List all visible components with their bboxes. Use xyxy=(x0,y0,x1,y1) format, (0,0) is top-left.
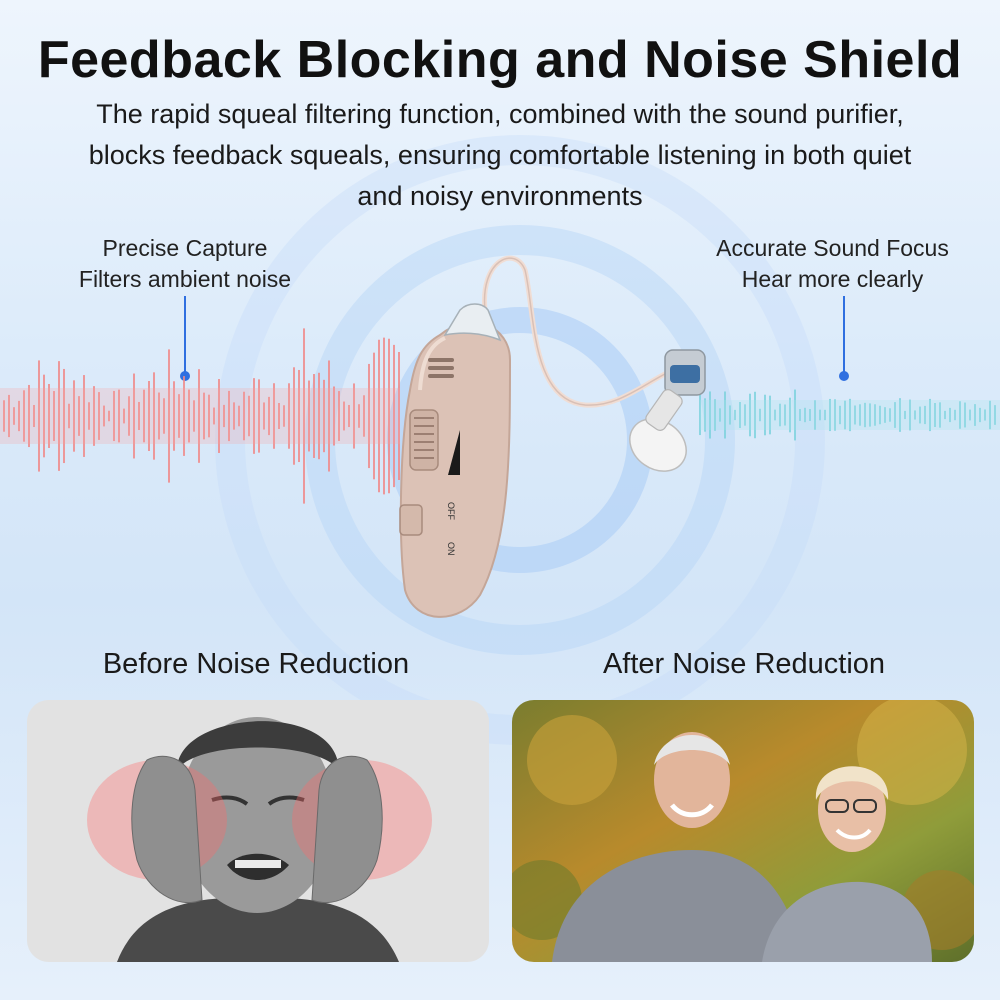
callout-pointer-dot xyxy=(180,371,190,381)
clean-waveform xyxy=(699,389,996,441)
page-subtitle: The rapid squeal filtering function, com… xyxy=(20,94,980,217)
hearing-aid-device: OFF ON xyxy=(399,255,706,618)
clean-glow xyxy=(700,400,1000,430)
after-label: After Noise Reduction xyxy=(602,648,886,680)
callout-pointer-line xyxy=(843,296,845,374)
noise-glow xyxy=(0,388,400,444)
callout-detail: Hear more clearly xyxy=(741,266,924,292)
sound-tube xyxy=(482,255,696,408)
volume-indicator-icon xyxy=(448,430,460,475)
device-top-cap xyxy=(443,303,502,342)
callout-pointer-dot xyxy=(839,371,849,381)
earpiece xyxy=(629,349,706,472)
before-photo xyxy=(27,700,489,962)
callout-heading: Accurate Sound Focus xyxy=(716,235,949,261)
switch-on-label: ON xyxy=(446,542,456,556)
microphone-grill xyxy=(428,358,454,378)
callout-pointer-line xyxy=(184,296,186,374)
page-title: Feedback Blocking and Noise Shield xyxy=(37,31,963,89)
after-photo xyxy=(512,700,974,962)
callout-detail: Filters ambient noise xyxy=(78,266,292,292)
switch-off-label: OFF xyxy=(446,502,456,520)
subtitle-line: The rapid squeal filtering function, com… xyxy=(96,99,904,129)
subtitle-line: and noisy environments xyxy=(357,181,643,211)
callout-heading: Precise Capture xyxy=(102,235,268,261)
callout-precise-capture: Precise Capture Filters ambient noise xyxy=(40,233,330,295)
callout-sound-focus: Accurate Sound Focus Hear more clearly xyxy=(685,233,980,295)
noise-waveform xyxy=(3,328,400,504)
power-switch[interactable] xyxy=(399,504,423,536)
volume-wheel[interactable] xyxy=(409,409,439,471)
subtitle-line: blocks feedback squeals, ensuring comfor… xyxy=(88,140,912,170)
before-label: Before Noise Reduction xyxy=(102,648,410,680)
